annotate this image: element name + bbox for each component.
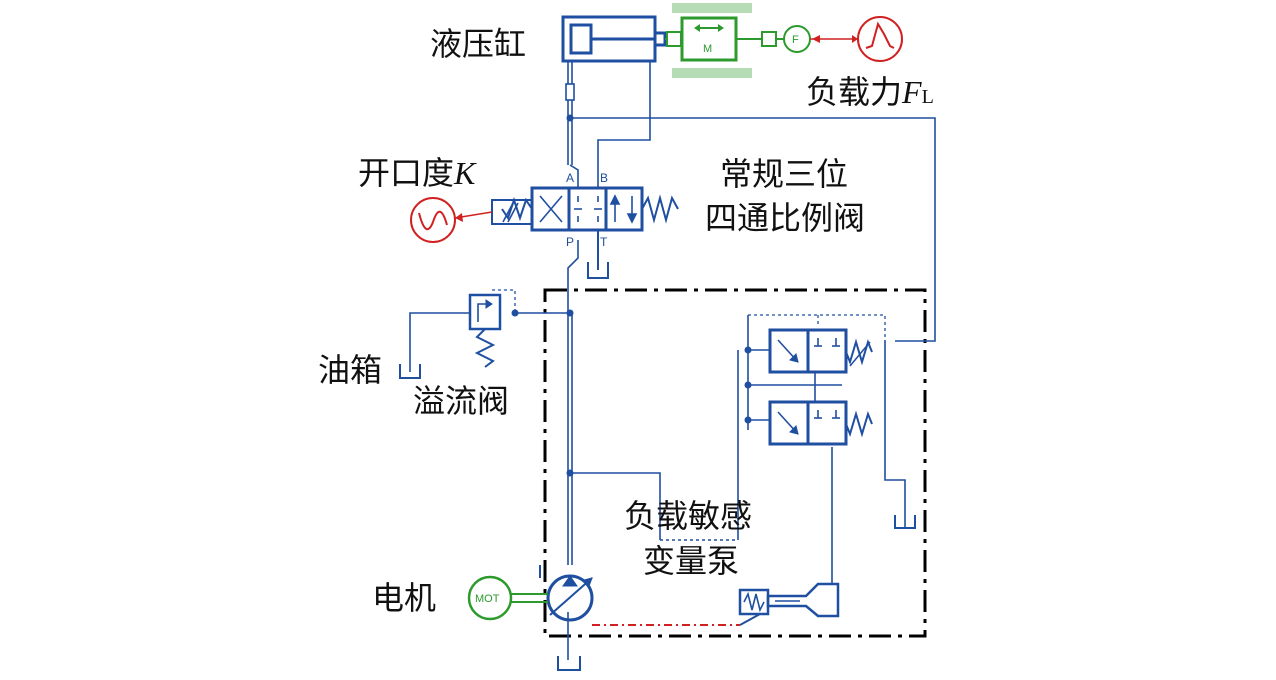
actuator-link: [739, 613, 761, 626]
port-a-label: A: [566, 171, 574, 185]
hydraulic-cylinder: [561, 15, 667, 63]
mass-label: M: [703, 43, 712, 55]
motor: MOT: [467, 575, 548, 621]
mass-block: M: [665, 3, 777, 78]
ls-valve-upper: [768, 328, 873, 374]
valve-spool-arrows: [539, 194, 638, 224]
pump-label-line1: 负载敏感: [624, 497, 753, 535]
load-force-text: 负载力: [806, 73, 903, 111]
opening-symbol: K: [454, 155, 476, 191]
opening-text: 开口度: [358, 154, 455, 192]
proportional-valve: [491, 186, 679, 232]
load-force-signal-source: [852, 16, 903, 62]
cylinder-label: 液压缸: [430, 25, 527, 63]
load-force-subscript: L: [921, 86, 934, 108]
variable-pump: [539, 565, 594, 622]
port-p-label: P: [566, 235, 574, 249]
valve-tank: [587, 230, 609, 279]
pump-label-line2: 变量泵: [643, 542, 740, 580]
motor-block-label: MOT: [475, 593, 500, 605]
opening-label: 开口度K: [358, 157, 475, 189]
relief-valve-label: 溢流阀: [413, 382, 510, 420]
junction-dots: [511, 114, 752, 477]
relief-tank: [399, 364, 421, 379]
force-source: F: [776, 25, 858, 53]
valve-ports: A B P T: [566, 171, 608, 249]
load-force-symbol: F: [902, 74, 922, 110]
port-t-label: T: [600, 235, 608, 249]
ls-tank: [894, 515, 916, 529]
displacement-actuator: [738, 582, 840, 618]
ls-valve-lower: [768, 400, 873, 446]
opening-signal-source: [410, 197, 493, 243]
motor-label: 电机: [372, 579, 437, 617]
force-label: F: [792, 34, 799, 46]
tank-label: 油箱: [318, 351, 383, 389]
load-force-label: 负载力FL: [806, 76, 934, 108]
valve-label-line2: 四通比例阀: [705, 199, 866, 237]
pump-tank: [557, 656, 581, 671]
pilot-lines: [492, 289, 886, 340]
valve-label-line1: 常规三位: [720, 155, 849, 193]
port-b-label: B: [600, 171, 608, 185]
relief-valve: [468, 293, 502, 368]
pump-boundary-box: [543, 288, 927, 638]
hydraulic-lines: [409, 61, 936, 660]
